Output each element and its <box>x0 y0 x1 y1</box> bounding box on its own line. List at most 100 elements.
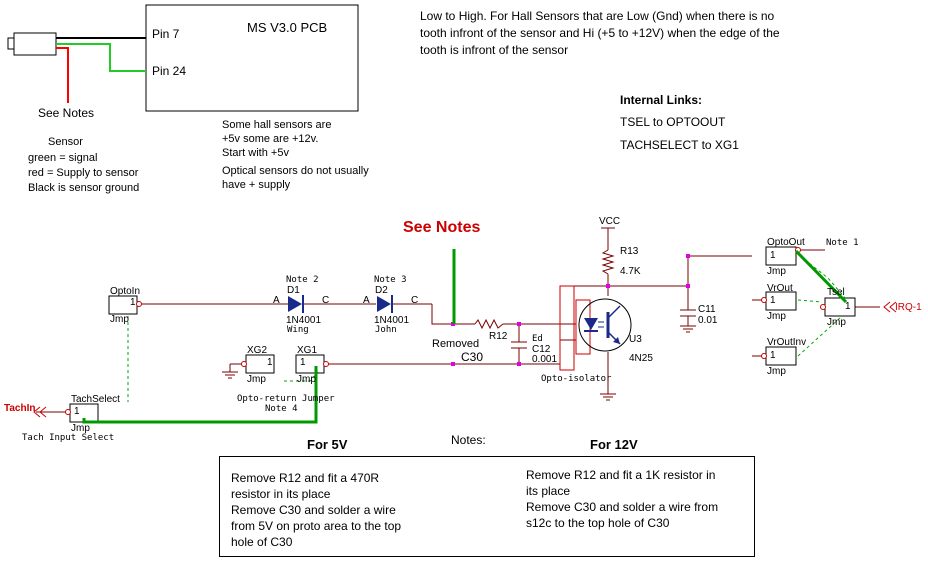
xg1-name: XG1 <box>297 345 318 356</box>
d1-anode: A <box>273 295 280 306</box>
note-line: resistor in its place <box>231 487 331 501</box>
highlight-wires <box>82 249 848 424</box>
internal-link-line: TSEL to OPTOOUT <box>620 115 726 129</box>
opto-return-label: Opto-return Jumper <box>237 394 335 404</box>
d1-sub: Wing <box>287 325 309 335</box>
tsel-pin: 1 <box>845 301 851 312</box>
port-arrows <box>33 301 897 418</box>
r13-val: 4.7K <box>620 266 641 277</box>
internal-link-line: TACHSELECT to XG1 <box>620 138 739 152</box>
sensor-legend-line: red = Supply to sensor <box>28 167 139 179</box>
vcc-label: VCC <box>599 216 621 227</box>
description-line: tooth infront of the sensor and Hi (+5 t… <box>420 26 780 40</box>
irq-label: IRQ-1 <box>895 302 922 313</box>
d1-cathode: C <box>322 295 330 306</box>
c12-ed: Ed <box>532 334 543 344</box>
for12v-title: For 12V <box>590 437 638 452</box>
ground-c11 <box>680 325 696 333</box>
vroutinv-type: Jmp <box>767 366 786 377</box>
sensor-legend-line: green = signal <box>28 152 98 164</box>
u3-part: 4N25 <box>629 353 653 364</box>
optoin-name: OptoIn <box>110 286 141 297</box>
optical-note-line: Optical sensors do not usually <box>222 165 369 177</box>
note-line: its place <box>526 484 571 498</box>
dotted-links <box>127 255 846 402</box>
c12-val: 0.001 <box>532 354 558 365</box>
ground-xg2 <box>222 371 238 379</box>
d2-anode: A <box>363 295 370 306</box>
optical-note-line: have + supply <box>222 179 291 191</box>
d2-part: 1N4001 <box>374 315 410 326</box>
hall-note-line: +5v some are +12v. <box>222 133 319 145</box>
notes-heading: Notes: <box>451 433 486 447</box>
tachselect-type: Jmp <box>71 423 90 434</box>
sensor-legend-line: Black is sensor ground <box>28 182 140 194</box>
description-line: Low to High. For Hall Sensors that are L… <box>420 9 775 23</box>
note-line: s12c to the top hole of C30 <box>526 516 670 530</box>
for12v-notes: Remove R12 and fit a 1K resistor in its … <box>526 467 718 531</box>
xg1-pin: 1 <box>300 357 306 368</box>
resistor-r13 <box>601 249 615 275</box>
vrout-pin: 1 <box>770 295 776 306</box>
sensor-signal-wire <box>56 43 146 72</box>
pcb-box <box>145 4 359 112</box>
hall-note-line: Some hall sensors are <box>222 119 332 131</box>
d2-sub: John <box>375 325 397 335</box>
r13-ref: R13 <box>620 246 639 257</box>
sensor-body <box>13 32 57 56</box>
pin-circles <box>65 247 826 415</box>
description: Low to High. For Hall Sensors that are L… <box>420 8 780 59</box>
optoin-pin: 1 <box>130 297 136 308</box>
notes-box <box>219 456 755 557</box>
optoin-type: Jmp <box>110 314 129 325</box>
sensor-legend: green = signal red = Supply to sensor Bl… <box>28 151 139 196</box>
optical-note: Optical sensors do not usually have + su… <box>222 164 369 192</box>
description-line: tooth is infront of the sensor <box>420 43 569 57</box>
jumper-boxes <box>69 246 856 423</box>
xg2-type: Jmp <box>247 374 266 385</box>
note-line: Remove C30 and solder a wire from <box>526 500 719 514</box>
capacitor-c11 <box>680 309 696 317</box>
d2-cathode: C <box>411 295 419 306</box>
sensor-supply-wire <box>56 47 69 103</box>
note-line: Remove R12 and fit a 1K resistor in <box>526 468 716 482</box>
note-line: Remove C30 and solder a wire <box>231 503 396 517</box>
optoout-type: Jmp <box>767 266 786 277</box>
c30-label: C30 <box>461 350 484 364</box>
internal-links: TSEL to OPTOOUT TACHSELECT to XG1 <box>620 111 739 157</box>
note-line: hole of C30 <box>231 535 293 549</box>
optoout-pin: 1 <box>770 250 776 261</box>
ground-u3 <box>600 393 616 401</box>
d1-note: Note 2 <box>286 275 319 285</box>
for5v-notes: Remove R12 and fit a 470R resistor in it… <box>231 470 401 550</box>
pcb-title: MS V3.0 PCB <box>247 20 328 35</box>
tachin-label: TachIn <box>4 403 36 414</box>
wires <box>36 228 880 413</box>
d2-ref: D2 <box>375 285 388 296</box>
tsel-name: Tsel <box>827 287 845 298</box>
diode-d1 <box>288 295 304 313</box>
c11-val: 0.01 <box>698 315 718 326</box>
tach-input-select-label: Tach Input Select <box>22 433 115 443</box>
xg2-pin: 1 <box>267 357 273 368</box>
d1-part: 1N4001 <box>286 315 322 326</box>
junctions <box>451 254 690 366</box>
removed-label: Removed <box>432 338 480 350</box>
vrout-type: Jmp <box>767 311 786 322</box>
optoisolator-u3 <box>559 285 632 371</box>
optoout-name: OptoOut <box>767 237 805 248</box>
c11-ref: C11 <box>698 304 716 315</box>
note-line: Remove R12 and fit a 470R <box>231 471 380 485</box>
u3-label: Opto-isolator <box>541 374 612 384</box>
vroutinv-pin: 1 <box>770 350 776 361</box>
note-line: from 5V on proto area to the top <box>231 519 402 533</box>
capacitor-c12 <box>511 341 527 349</box>
note1-label: Note 1 <box>826 238 859 248</box>
pin7-label: Pin 7 <box>152 27 180 41</box>
for5v-title: For 5V <box>307 437 348 452</box>
d1-ref: D1 <box>287 285 300 296</box>
resistor-r12 <box>474 318 504 330</box>
diode-d2 <box>377 295 393 313</box>
